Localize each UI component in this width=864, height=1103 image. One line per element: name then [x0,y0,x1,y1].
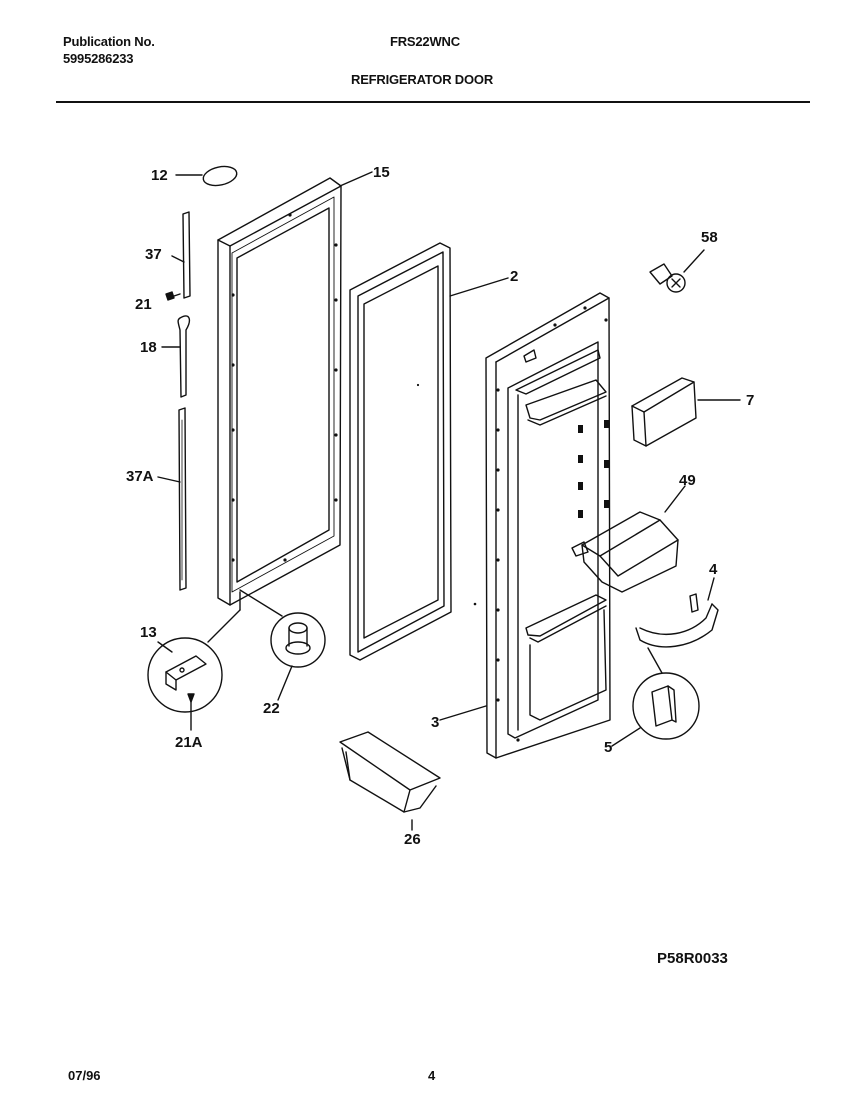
part-22-bushing [239,589,326,701]
callout-2: 2 [510,268,518,285]
callout-4: 4 [709,561,718,578]
part-4-retainer [635,577,719,648]
part-13-hinge-detail [147,591,241,731]
part-37A-trim [157,407,187,591]
diagram-code: P58R0033 [657,950,728,967]
part-2-gasket [349,242,509,661]
part-58-screw [649,249,705,293]
callout-21: 21 [135,296,152,313]
part-26-bin [339,731,441,831]
part-15-door-frame [217,171,373,606]
part-18-bracket [161,315,191,398]
part-37-trim [171,211,191,299]
part-5-clip-detail [611,647,700,747]
callout-3: 3 [431,714,439,731]
callout-22: 22 [263,700,280,717]
callout-49: 49 [679,472,696,489]
callout-15: 15 [373,164,390,181]
callout-18: 18 [140,339,157,356]
callout-26: 26 [404,831,421,848]
callout-5: 5 [604,739,612,756]
part-21-screw [165,291,181,301]
callout-7: 7 [746,392,754,409]
callout-12: 12 [151,167,168,184]
part-49-bin [571,485,686,593]
callout-58: 58 [701,229,718,246]
callout-13: 13 [140,624,157,641]
model-number: FRS22WNC [390,34,460,49]
part-12-badge [175,165,238,187]
part-7-shelf [631,377,741,447]
section-title: REFRIGERATOR DOOR [351,72,494,87]
publication-label: Publication No. [63,34,155,49]
callout-37A: 37A [126,468,154,485]
footer-date: 07/96 [68,1068,101,1083]
callout-37: 37 [145,246,162,263]
page-number: 4 [428,1068,436,1083]
part-3-door-panel [416,292,611,759]
publication-number: 5995286233 [63,51,134,66]
callout-21A: 21A [175,734,203,751]
header-rule [56,101,810,103]
